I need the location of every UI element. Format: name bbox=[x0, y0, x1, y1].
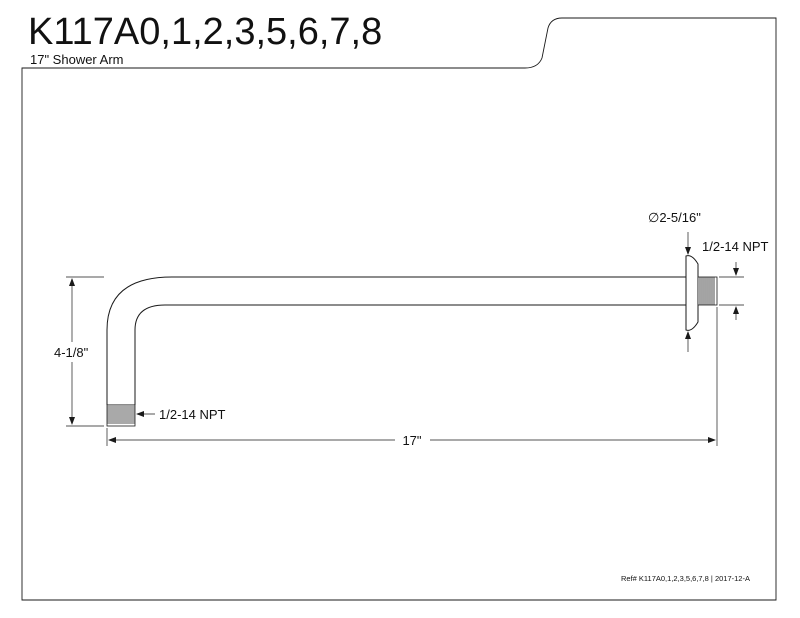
reference-number: Ref# K117A0,1,2,3,5,6,7,8 | 2017-12-A bbox=[621, 574, 750, 583]
model-title: K117A0,1,2,3,5,6,7,8 bbox=[28, 11, 383, 53]
length-label: 17" bbox=[402, 433, 421, 448]
sheet-border bbox=[21, 17, 777, 601]
flange bbox=[685, 255, 699, 331]
bottom-thread-label: 1/2-14 NPT bbox=[159, 407, 226, 422]
extension-lines bbox=[66, 276, 744, 446]
right-thread-label: 1/2-14 NPT bbox=[702, 239, 769, 254]
right-thread bbox=[697, 276, 718, 306]
product-subtitle: 17" Shower Arm bbox=[30, 52, 124, 67]
flange-diameter-value: 2-5/16" bbox=[659, 210, 701, 225]
flange-diameter-label: ∅2-5/16" bbox=[648, 210, 701, 225]
diameter-symbol-icon: ∅ bbox=[648, 210, 659, 225]
bottom-thread bbox=[106, 404, 136, 427]
shower-arm bbox=[106, 276, 686, 406]
height-label: 4-1/8" bbox=[54, 345, 89, 360]
